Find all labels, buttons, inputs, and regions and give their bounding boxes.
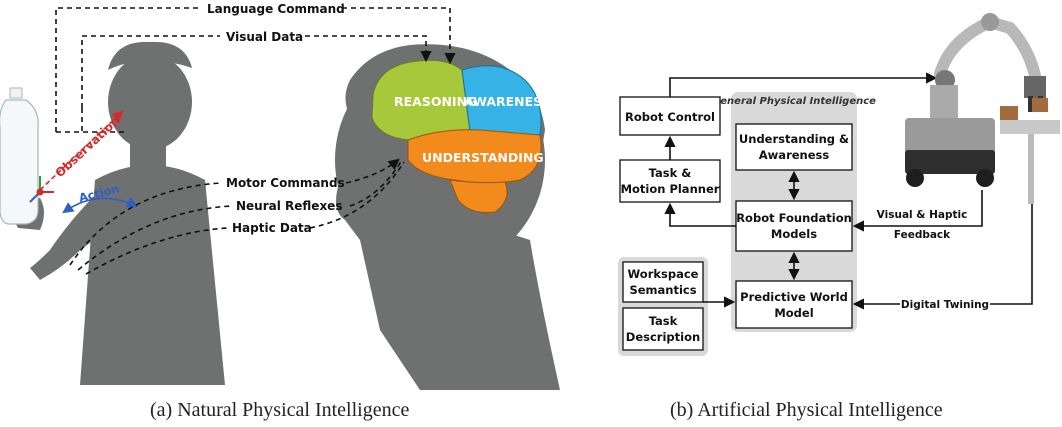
caption-b: (b) Artificial Physical Intelligence xyxy=(670,399,943,421)
language-command-label: Language Command xyxy=(207,2,345,16)
svg-text:Predictive World: Predictive World xyxy=(740,290,848,304)
mobile-manipulator-robot xyxy=(905,13,1060,204)
panel-a: REASONING AWARENESS UNDERSTANDING Langua… xyxy=(0,2,560,421)
box-workspace-semantics: Workspace Semantics xyxy=(622,261,704,303)
language-command-path: Language Command xyxy=(55,2,450,132)
svg-text:Description: Description xyxy=(626,330,700,344)
box-robot-foundation-models: Robot Foundation Models xyxy=(735,200,853,252)
group-title: General Physical Intelligence xyxy=(712,96,876,107)
observation-label: Observation xyxy=(52,114,122,181)
panel-b: General Physical Intelligence Robot Cont… xyxy=(618,13,1060,421)
visual-haptic-label-2: Feedback xyxy=(894,229,951,241)
svg-text:Motion Planner: Motion Planner xyxy=(621,182,720,196)
brain-label-understanding: UNDERSTANDING xyxy=(422,150,544,165)
neural-pathways xyxy=(69,158,405,275)
svg-text:Robot Control: Robot Control xyxy=(625,110,715,124)
box-predictive-world-model: Predictive World Model xyxy=(735,280,853,329)
visual-data-path: Visual Data xyxy=(56,30,426,133)
brain-awareness-lobe xyxy=(461,65,542,136)
svg-text:Awareness: Awareness xyxy=(759,148,830,162)
svg-text:Understanding &: Understanding & xyxy=(739,132,849,146)
motor-commands-label: Motor Commands xyxy=(226,176,345,190)
visual-haptic-label-1: Visual & Haptic xyxy=(877,209,968,221)
brain: REASONING AWARENESS UNDERSTANDING xyxy=(371,59,551,213)
svg-text:Models: Models xyxy=(771,227,817,241)
svg-text:Task: Task xyxy=(649,314,678,328)
haptic-data-label: Haptic Data xyxy=(232,221,312,235)
digital-twining-label: Digital Twining xyxy=(901,299,989,311)
svg-text:Workspace: Workspace xyxy=(628,267,699,281)
box-task-motion-planner: Task & Motion Planner xyxy=(619,159,721,203)
svg-text:Model: Model xyxy=(774,306,813,320)
brain-label-awareness: AWARENESS xyxy=(464,94,551,109)
visual-data-label: Visual Data xyxy=(226,30,303,44)
svg-text:Task &: Task & xyxy=(649,166,692,180)
box-task-description: Task Description xyxy=(622,307,704,351)
box-understanding-awareness: Understanding & Awareness xyxy=(735,123,853,171)
brain-understanding-lobe xyxy=(407,129,542,184)
person-silhouette xyxy=(14,41,225,385)
svg-text:Semantics: Semantics xyxy=(629,283,696,297)
caption-a: (a) Natural Physical Intelligence xyxy=(150,399,409,421)
box-robot-control: Robot Control xyxy=(619,96,721,136)
bottle xyxy=(0,87,39,225)
brain-cerebellum xyxy=(449,179,508,213)
svg-text:Robot Foundation: Robot Foundation xyxy=(736,211,852,225)
neural-reflexes-label: Neural Reflexes xyxy=(236,199,342,213)
brain-label-reasoning: REASONING xyxy=(394,94,477,109)
